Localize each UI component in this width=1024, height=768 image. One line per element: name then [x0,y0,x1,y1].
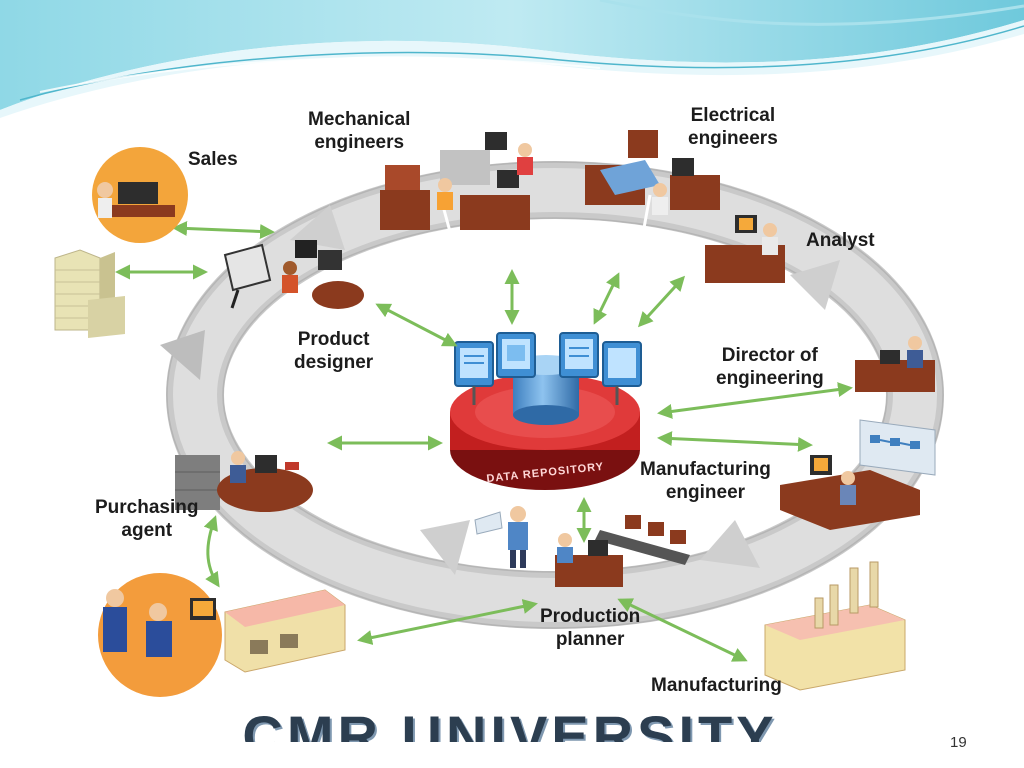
workstation-icon [705,215,785,283]
ring-arrow-icon [790,260,840,310]
office-worker-icon [92,147,188,243]
workstation-icon [175,451,313,512]
flowchart-board-icon [859,419,936,476]
workflow-ring [160,161,944,629]
page-number: 19 [950,734,967,751]
workstation-icon [855,336,935,392]
workstation-icon [585,130,720,215]
node-label-sales: Sales [188,149,238,170]
node-label-manufacturing: Manufacturing [651,675,782,696]
workflow-diagram: DATA REPOSITORY [54,130,944,697]
ring-arrow-icon [420,520,470,575]
ring-arrow-icon [160,330,205,380]
header-swoosh [0,0,1024,118]
factory-icon [764,561,906,691]
connector-arrows [115,221,853,662]
computer-monitor-icon [496,332,536,378]
conveyor-belt-icon [595,515,690,565]
ring-arrow-icon [290,205,345,250]
computer-monitor-icon [454,341,494,405]
workstation-icon [223,240,364,309]
ring-arrow-icon [700,520,760,568]
data-repository-hub: DATA REPOSITORY [450,332,642,490]
warehouse-icon [224,589,346,673]
node-label-analyst: Analyst [806,230,875,251]
footer-university-name: CMR UNIVERSITY [242,704,778,743]
computer-monitor-icon [559,332,599,378]
building-icon [54,249,125,338]
standing-person-icon [474,506,528,568]
office-worker-icon [98,573,222,697]
workstation-icon [780,455,920,530]
computer-monitor-icon [602,341,642,405]
workstation-icon [555,533,623,587]
filing-cabinet-icon [175,455,220,510]
workstation-icon [380,132,533,230]
